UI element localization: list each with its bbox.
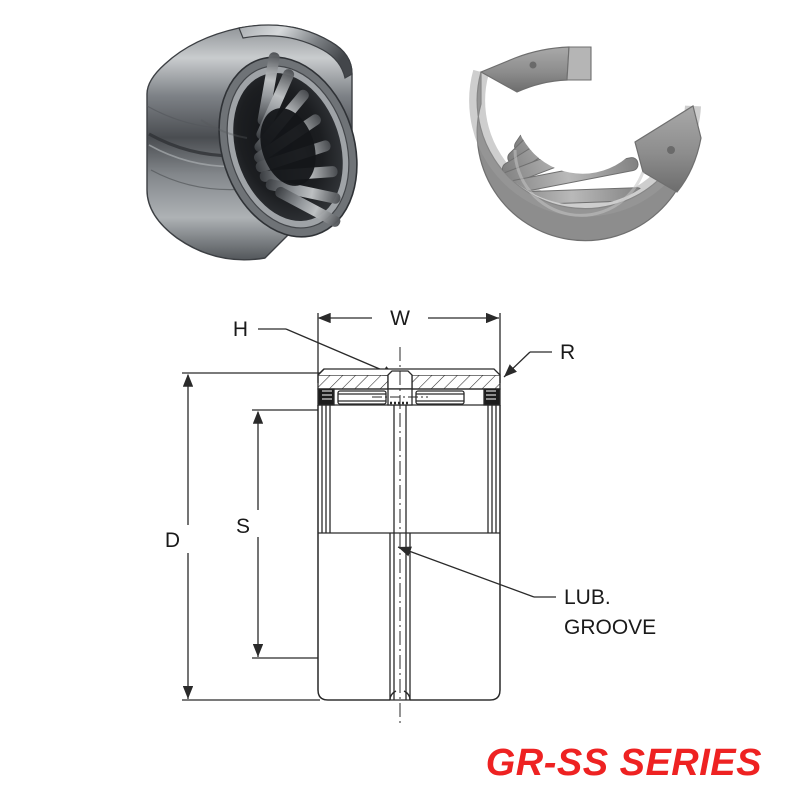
- dimension-shoulder-diameter: S: [236, 409, 326, 659]
- dimension-label-w: W: [390, 307, 410, 330]
- product-photo-row: [0, 0, 800, 285]
- leader-corner-radius: R: [503, 341, 575, 378]
- dimension-outside-diameter: D: [165, 372, 320, 701]
- dimension-label-s: S: [236, 515, 250, 538]
- dimension-width: W: [317, 307, 501, 383]
- technical-cross-section-drawing: W H R D: [0, 285, 800, 735]
- photo-roller-cage-assembly: [445, 2, 720, 282]
- lube-groove-label-line1: LUB.: [564, 586, 611, 609]
- dimension-label-d: D: [165, 529, 180, 552]
- leader-lube-groove: LUB. GROOVE: [397, 546, 656, 639]
- dimension-label-h: H: [233, 318, 248, 341]
- leader-lube-hole: H: [233, 318, 397, 377]
- lube-groove-label-line2: GROOVE: [564, 616, 656, 639]
- photo-assembled-bearing: [105, 2, 375, 282]
- series-title: GR-SS SERIES: [485, 742, 762, 784]
- bearing-cross-section: [317, 347, 501, 725]
- dimension-label-r: R: [560, 341, 575, 364]
